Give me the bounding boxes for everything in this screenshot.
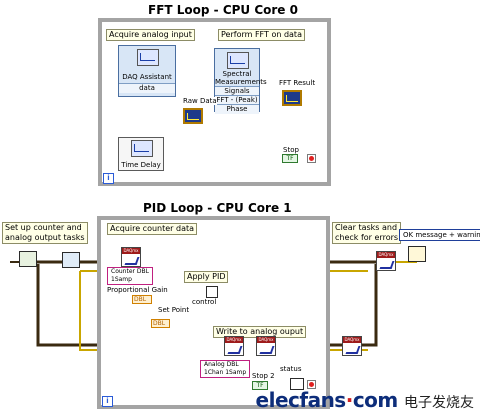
counter-dbl-ring[interactable]: Counter DBL 1Samp xyxy=(107,267,153,285)
setup-comment: Set up counter and analog output tasks xyxy=(2,222,88,244)
acquire-counter-comment: Acquire counter data xyxy=(107,223,198,235)
spectral-fft-peak-terminal[interactable]: FFT - (Peak) xyxy=(215,95,259,105)
set-point-terminal[interactable]: DBL xyxy=(151,319,170,328)
analog-dbl-ring[interactable]: Analog DBL 1Chan 1Samp xyxy=(200,360,250,378)
fft-loop-title: FFT Loop - CPU Core 0 xyxy=(145,3,301,17)
daqmx-clear-task[interactable] xyxy=(342,336,362,356)
start-task-vi[interactable] xyxy=(62,252,80,268)
footer-brand: elecfans·com 电子发烧友 xyxy=(256,388,474,412)
pid-loop-stop-terminal[interactable] xyxy=(307,380,316,389)
daq-assistant[interactable]: DAQ Assistant data xyxy=(118,45,176,97)
simple-error-handler[interactable] xyxy=(408,246,426,262)
fft-result-graph-indicator[interactable] xyxy=(282,90,302,106)
time-delay[interactable]: Time Delay xyxy=(118,137,164,171)
apply-pid-comment: Apply PID xyxy=(184,271,229,283)
set-point-label: Set Point xyxy=(158,306,190,314)
daqmx-write-analog[interactable] xyxy=(224,336,244,356)
stop2-label: Stop 2 xyxy=(252,372,275,380)
stop2-button-terminal[interactable]: TF xyxy=(252,381,268,390)
raw-data-graph-indicator[interactable] xyxy=(183,108,203,124)
analog-ring-line-2: 1Chan 1Samp xyxy=(204,369,247,376)
counter-ring-line-2: 1Samp xyxy=(111,276,132,283)
spectral-label-1: Spectral xyxy=(222,70,252,78)
daqmx-clear-task-counter[interactable] xyxy=(376,251,396,271)
time-delay-label: Time Delay xyxy=(121,161,161,169)
raw-data-label: Raw Data xyxy=(183,97,217,105)
daq-assistant-data-terminal[interactable]: data xyxy=(119,83,175,93)
pid-vi[interactable] xyxy=(206,286,218,298)
time-delay-clock-icon xyxy=(131,140,153,157)
daqmx-timing[interactable] xyxy=(256,336,276,356)
fft-perform-comment: Perform FFT on data xyxy=(218,29,305,41)
brand-chinese: 电子发烧友 xyxy=(404,395,474,411)
or-function[interactable] xyxy=(290,378,304,390)
fft-stop-button-terminal[interactable]: TF xyxy=(282,154,298,163)
daq-assistant-label: DAQ Assistant xyxy=(122,73,172,81)
proportional-gain-terminal[interactable]: DBL xyxy=(132,295,152,304)
spectral-phase-terminal[interactable]: Phase xyxy=(215,104,259,114)
proportional-gain-label: Proportional Gain xyxy=(107,286,168,294)
setup-comment-line-1: Set up counter and xyxy=(5,223,82,232)
error-message-selector[interactable]: OK message + warnings xyxy=(399,229,480,241)
spectral-label-2: Measurements xyxy=(215,78,267,86)
counter-ring-line-1: Counter DBL xyxy=(111,268,149,275)
spectral-signals-terminal[interactable]: Signals xyxy=(215,86,259,96)
control-label: control xyxy=(192,298,217,306)
clear-comment-line-2: check for errors xyxy=(335,233,399,242)
setup-task-vi[interactable] xyxy=(19,251,37,267)
fft-stop-label: Stop xyxy=(283,146,299,154)
spectral-measurements[interactable]: Spectral Measurements Signals FFT - (Pea… xyxy=(214,48,267,114)
fft-iteration-terminal: i xyxy=(103,173,114,184)
status-label: status xyxy=(280,365,302,373)
fft-loop-stop-terminal[interactable] xyxy=(307,154,316,163)
fft-acquire-comment: Acquire analog input xyxy=(106,29,195,41)
brand-name: elecfans·com xyxy=(255,388,399,412)
setup-comment-line-2: analog output tasks xyxy=(5,233,85,242)
fft-result-label: FFT Result xyxy=(279,79,316,87)
clear-comment-line-1: Clear tasks and xyxy=(335,223,398,232)
clear-tasks-comment: Clear tasks and check for errors xyxy=(332,222,402,244)
pid-iteration-terminal: i xyxy=(102,396,113,407)
pid-loop-title: PID Loop - CPU Core 1 xyxy=(140,201,295,215)
daqmx-read-counter[interactable] xyxy=(121,247,141,267)
daq-assistant-icon xyxy=(137,49,159,66)
spectral-icon xyxy=(227,52,249,69)
analog-ring-line-1: Analog DBL xyxy=(204,361,239,368)
